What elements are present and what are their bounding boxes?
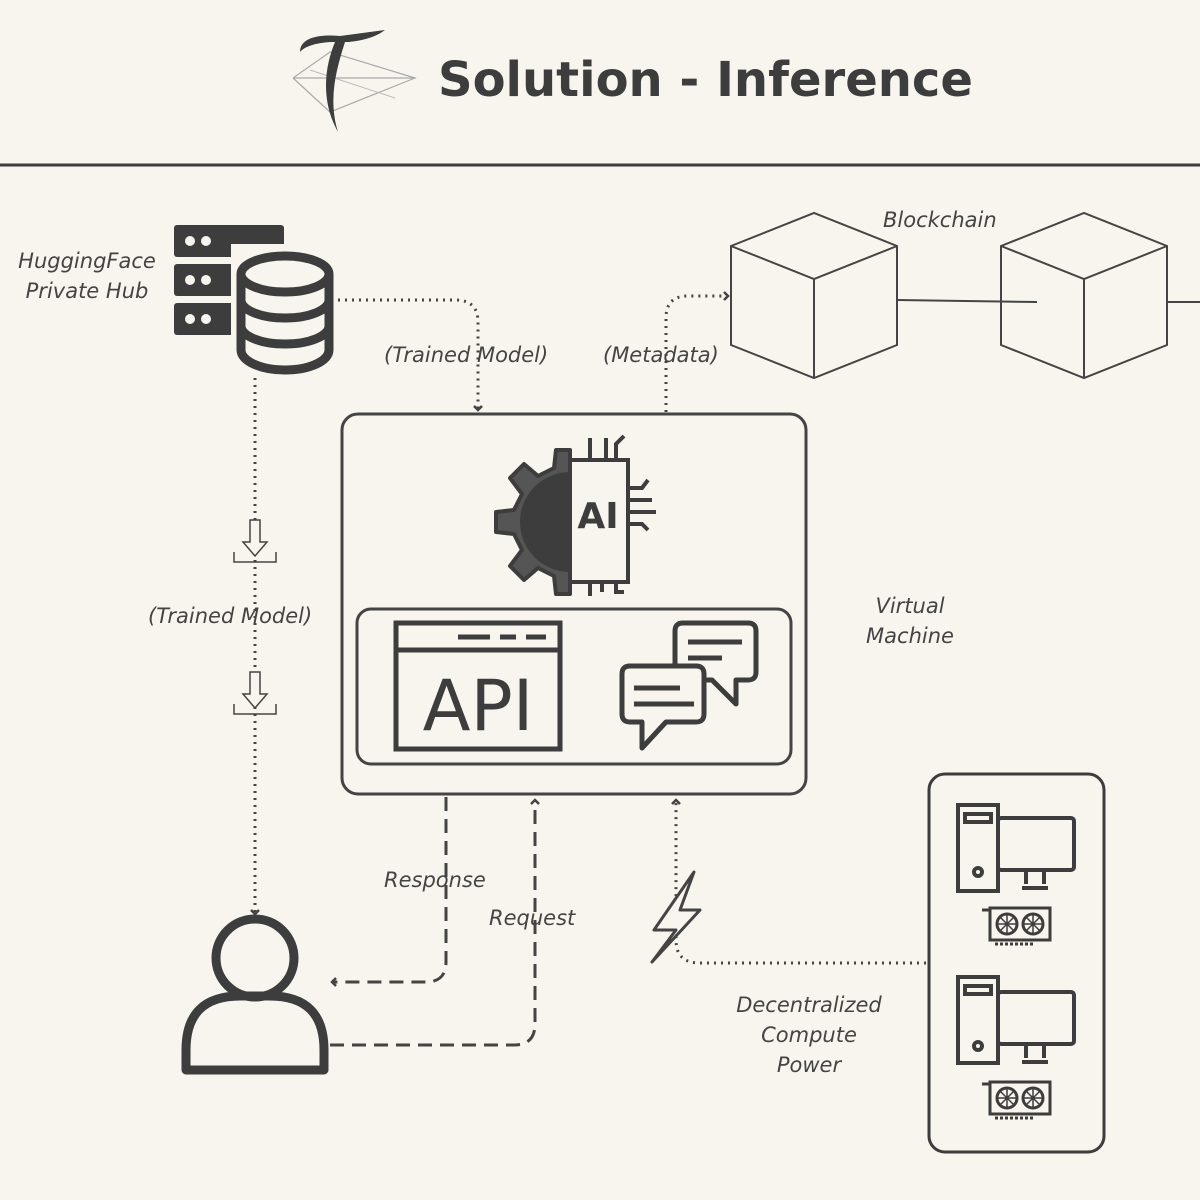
compute-box bbox=[927, 772, 1106, 1154]
compute-label-line3: Power bbox=[776, 1053, 842, 1077]
request-label: Request bbox=[489, 906, 576, 930]
vm-label-line1: Virtual bbox=[875, 594, 945, 618]
page-title: Solution - Inference bbox=[438, 52, 973, 108]
hub-label: HuggingFace Private Hub bbox=[8, 246, 166, 306]
gpu-card-icon bbox=[982, 1080, 1052, 1120]
gpu-card-icon bbox=[982, 906, 1052, 946]
response-label: Response bbox=[384, 868, 486, 892]
computer-icon bbox=[956, 975, 1076, 1065]
compute-label-line2: Compute bbox=[761, 1023, 857, 1047]
blockchain-label: Blockchain bbox=[883, 208, 997, 232]
lightning-icon bbox=[650, 870, 702, 964]
compute-power-arrow bbox=[671, 798, 926, 965]
virtual-machine-label: Virtual Machine bbox=[850, 591, 970, 651]
api-chat-panel bbox=[355, 607, 793, 766]
response-arrow bbox=[330, 797, 448, 987]
ai-gear-chip-icon: AI bbox=[494, 434, 656, 596]
chain-link bbox=[896, 299, 1038, 303]
metadata-label: (Metadata) bbox=[603, 343, 719, 367]
blockchain-block-icon bbox=[1000, 211, 1168, 380]
hub-label-line1: HuggingFace bbox=[18, 249, 156, 273]
compute-label-line1: Decentralized bbox=[736, 993, 882, 1017]
trained-model-label-top: (Trained Model) bbox=[384, 343, 549, 367]
computer-icon bbox=[956, 803, 1076, 893]
user-icon bbox=[181, 914, 329, 1075]
download-arrow-icon bbox=[233, 671, 277, 715]
compute-power-label: Decentralized Compute Power bbox=[720, 990, 898, 1080]
trained-model-label-left: (Trained Model) bbox=[148, 604, 313, 628]
api-window-icon: API bbox=[393, 620, 563, 752]
hub-label-line2: Private Hub bbox=[25, 279, 149, 303]
api-text: API bbox=[423, 665, 534, 747]
chat-bubbles-icon bbox=[619, 620, 759, 751]
server-database-icon bbox=[174, 225, 339, 375]
vm-label-line2: Machine bbox=[866, 624, 954, 648]
download-arrow-icon bbox=[233, 519, 277, 563]
blockchain-block-icon bbox=[730, 211, 898, 380]
ai-chip-text: AI bbox=[577, 496, 618, 537]
request-arrow bbox=[330, 798, 540, 1047]
t-kite-logo-icon bbox=[292, 30, 417, 132]
